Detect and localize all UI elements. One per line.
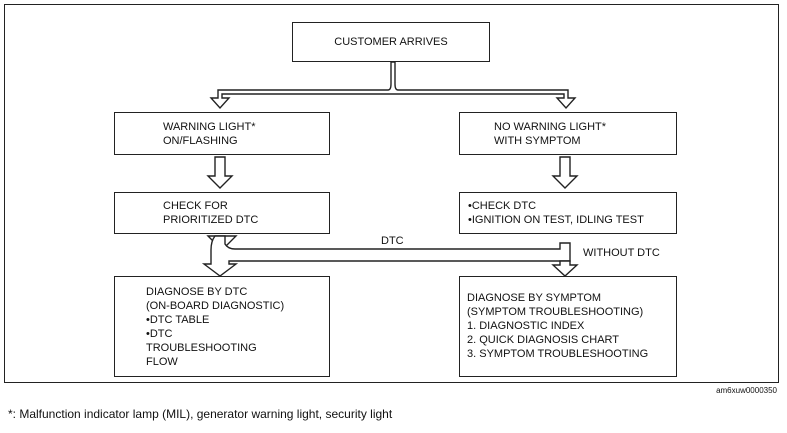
box-line: FLOW bbox=[146, 356, 178, 368]
box-line: •DTC bbox=[146, 328, 173, 340]
diagnose-by-symptom-box: DIAGNOSE BY SYMPTOM (SYMPTOM TROUBLESHOO… bbox=[459, 276, 677, 377]
diagnose-by-dtc-box: DIAGNOSE BY DTC (ON-BOARD DIAGNOSTIC) •D… bbox=[114, 276, 330, 377]
box-line: PRIORITIZED DTC bbox=[163, 214, 259, 226]
check-prioritized-dtc-box: CHECK FOR PRIORITIZED DTC bbox=[114, 192, 330, 234]
box-line: DIAGNOSE BY DTC bbox=[146, 286, 248, 298]
box-line: (ON-BOARD DIAGNOSTIC) bbox=[146, 300, 285, 312]
warning-light-box: WARNING LIGHT* ON/FLASHING bbox=[114, 112, 330, 155]
box-line: WARNING LIGHT* bbox=[163, 120, 256, 133]
arrow-without-dtc bbox=[551, 260, 579, 277]
box-line: CUSTOMER ARRIVES bbox=[334, 36, 448, 48]
box-line: 3. SYMPTOM TROUBLESHOOTING bbox=[467, 348, 649, 360]
box-line: •DTC TABLE bbox=[146, 314, 210, 326]
box-line: NO WARNING LIGHT* bbox=[494, 120, 607, 133]
box-line: TROUBLESHOOTING bbox=[146, 342, 257, 354]
no-warning-light-box: NO WARNING LIGHT* WITH SYMPTOM bbox=[459, 112, 677, 155]
dtc-label: DTC bbox=[381, 235, 404, 247]
box-line: 1. DIAGNOSTIC INDEX bbox=[467, 320, 585, 332]
customer-arrives-box: CUSTOMER ARRIVES bbox=[292, 22, 490, 62]
without-dtc-label: WITHOUT DTC bbox=[583, 247, 660, 259]
arrow-down-left-1 bbox=[206, 156, 234, 189]
box-line: CHECK FOR bbox=[163, 200, 228, 212]
check-dtc-box: •CHECK DTC •IGNITION ON TEST, IDLING TES… bbox=[459, 192, 677, 234]
arrow-down-right-1 bbox=[551, 156, 579, 189]
split-connector bbox=[209, 61, 577, 110]
box-line: •IGNITION ON TEST, IDLING TEST bbox=[468, 214, 644, 226]
box-line: 2. QUICK DIAGNOSIS CHART bbox=[467, 334, 619, 346]
box-line: •CHECK DTC bbox=[468, 200, 537, 212]
box-line: WITH SYMPTOM bbox=[494, 134, 581, 147]
figure-code: am6xuw0000350 bbox=[716, 386, 777, 395]
box-line: ON/FLASHING bbox=[163, 134, 238, 147]
box-line: DIAGNOSE BY SYMPTOM bbox=[467, 292, 602, 304]
diagram-frame bbox=[4, 4, 779, 383]
arrow-dtc-left bbox=[201, 235, 571, 277]
footnote: *: Malfunction indicator lamp (MIL), gen… bbox=[8, 407, 393, 421]
box-line: (SYMPTOM TROUBLESHOOTING) bbox=[467, 306, 644, 318]
